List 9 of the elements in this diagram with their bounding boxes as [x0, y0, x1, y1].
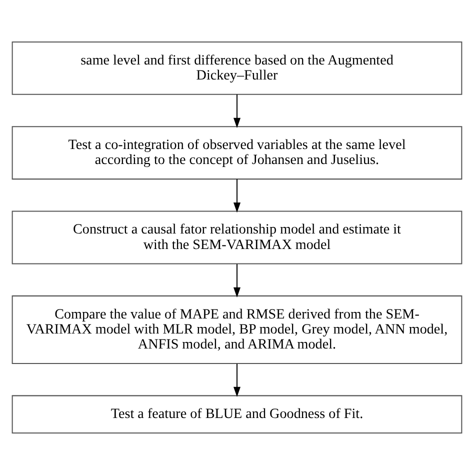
- arrow: [233, 264, 241, 297]
- arrow: [233, 94, 241, 128]
- node-box: Construct a causal fator relationship model and estimate it with the SEM-VARIMAX model: [12, 210, 462, 264]
- arrow: [233, 363, 241, 396]
- node-box: Test a co-integration of observed variables at the same level according to the concept of Johansen and Juselius.: [12, 126, 462, 180]
- node-box: Test a feature of BLUE and Goodness of Fit.: [12, 394, 462, 433]
- arrow: [233, 178, 241, 212]
- node-box: same level and first difference based on the Augmented Dickey–Fuller: [12, 41, 462, 94]
- node-box: Compare the value of MAPE and RMSE derived from the SEM-VARIMAX model with MLR model, BP model, Grey model, ANN model, ANFIS model, and ARIMA model.: [12, 294, 462, 364]
